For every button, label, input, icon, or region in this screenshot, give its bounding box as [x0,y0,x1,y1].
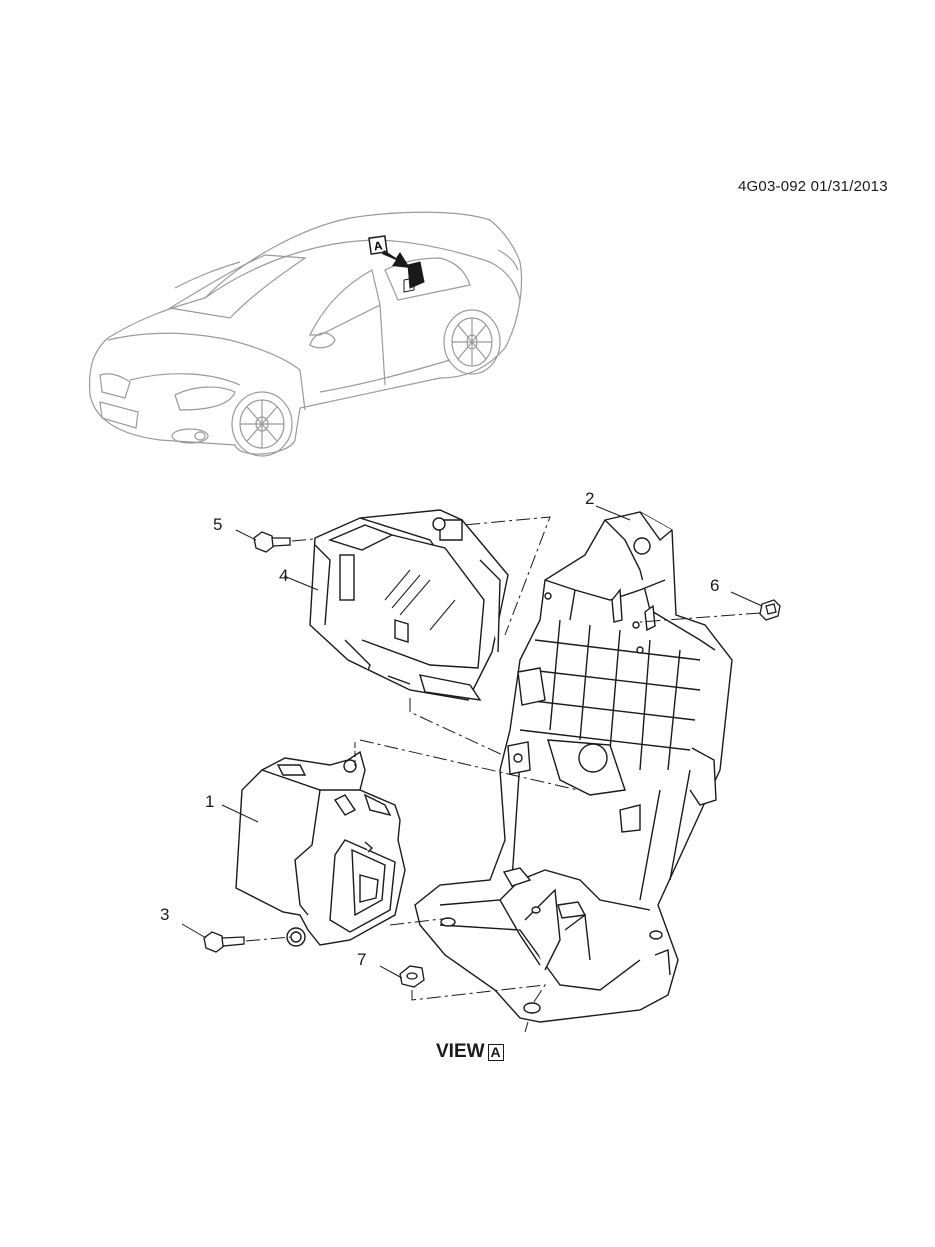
view-letter-box: A [487,1043,504,1061]
view-a-caption: VIEW A [436,1041,504,1063]
callout-1: 1 [205,792,215,811]
module-location-hint [403,261,425,293]
view-word: VIEW [436,1041,485,1062]
vehicle-illustration [88,211,523,457]
callout-2: 2 [585,489,595,508]
callout-4: 4 [279,566,289,585]
document-reference: 4G03-092 01/31/2013 [738,178,888,195]
view-a-arrow-icon [368,235,410,268]
callout-5: 5 [213,515,223,534]
callout-3: 3 [160,905,170,924]
callout-6: 6 [710,576,720,595]
bracket-2 [414,511,733,1023]
module-1 [235,750,406,947]
car-marker-letter: A [373,238,384,253]
bolt-5-icon [253,531,291,553]
module-4-label-print [384,569,456,631]
nut-7-icon [399,965,425,988]
clip-6-icon [759,599,781,621]
callout-7: 7 [357,950,367,969]
bolt-3-icon [203,931,245,953]
